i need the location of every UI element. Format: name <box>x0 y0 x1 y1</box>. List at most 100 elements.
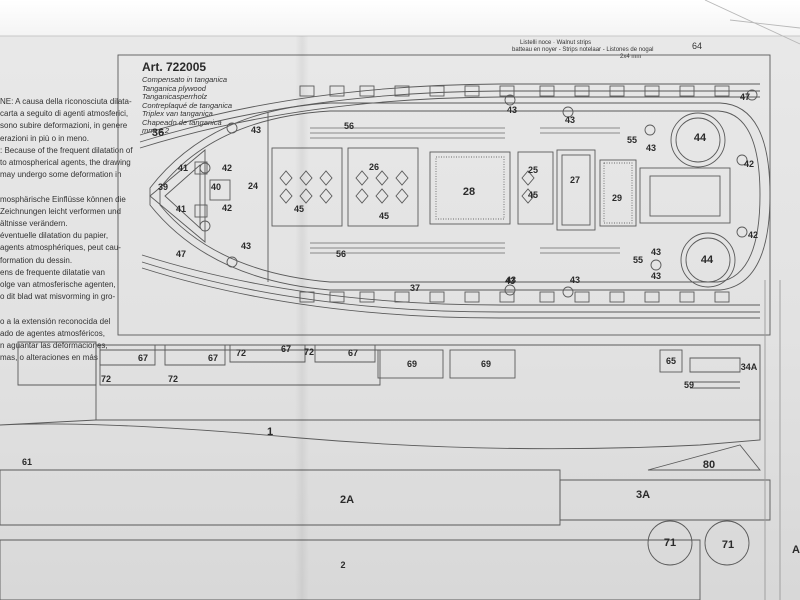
notice-line: to atmospherical agents, the drawing <box>0 158 131 167</box>
part-number-37: 37 <box>409 283 421 293</box>
part-number-2a: 2A <box>339 494 355 506</box>
deck-block <box>299 85 315 97</box>
part-number-40: 40 <box>210 182 222 192</box>
part-number-43: 43 <box>250 125 262 135</box>
part-number-67: 67 <box>347 348 359 358</box>
belaying-fitting <box>299 170 313 186</box>
part-number-43: 43 <box>504 276 516 286</box>
deck-block <box>714 291 730 303</box>
article-title: Art. 722005 <box>142 60 207 74</box>
part-number-55: 55 <box>632 255 644 265</box>
plywood-line: Tanganica plywood <box>142 83 206 93</box>
fitting-hole <box>746 89 758 101</box>
fitting-hole <box>199 220 211 232</box>
deck-block <box>329 85 345 97</box>
belaying-fitting <box>521 170 535 186</box>
notice-line: ado de agentes atmosféricos, <box>0 328 105 338</box>
notice-line: sono subire deformazioni, in genere <box>0 121 128 131</box>
notice-line: may undergo some deformation in <box>0 170 122 180</box>
deck-block <box>464 85 480 97</box>
notice-line: agents atmosphériques, peut cau- <box>0 243 121 253</box>
part-number-72: 72 <box>167 374 179 384</box>
part-number-41: 41 <box>175 204 187 214</box>
deck-block <box>574 291 590 303</box>
notice-line: éventuelle dilatation du papier, <box>0 231 109 241</box>
part-number-72: 72 <box>100 374 112 384</box>
deck-block <box>609 291 625 303</box>
fitting-hole <box>226 122 238 134</box>
belaying-fitting <box>395 170 409 186</box>
fitting-hole <box>226 256 238 268</box>
notice-line: : Because of the frequent dilatation of <box>0 145 133 155</box>
deck-block <box>499 291 515 303</box>
fitting-hole <box>504 284 516 296</box>
part-number-69: 69 <box>480 359 492 369</box>
belaying-fitting <box>319 188 333 204</box>
part-number-42: 42 <box>743 159 755 169</box>
part-number-59: 59 <box>683 380 695 390</box>
belaying-fitting <box>355 170 369 186</box>
deck-block <box>644 85 660 97</box>
notice-line: mas, o alteraciones en más <box>0 353 98 363</box>
plywood-line: Chapeado de tanganica <box>142 117 222 127</box>
notice-line: erazioni in più o in meno. <box>0 133 89 143</box>
strips-size: 2x4 mm <box>620 54 642 60</box>
fitting-hole <box>644 124 656 136</box>
part-number-a: A <box>792 544 800 556</box>
deck-block <box>539 85 555 97</box>
part-number-41: 41 <box>177 163 189 173</box>
deck-block <box>679 291 695 303</box>
part-number-43: 43 <box>650 271 662 281</box>
notice-line: n aguantar las deformaciones, <box>0 341 108 350</box>
part-number-27: 27 <box>569 175 581 185</box>
part-number-44: 44 <box>693 132 707 144</box>
part-number-1: 1 <box>266 426 274 438</box>
deck-block <box>644 291 660 303</box>
part-number-43: 43 <box>506 105 518 115</box>
part-number-34a: 34A <box>740 362 758 372</box>
plywood-line: Compensato in tanganica <box>142 75 228 84</box>
part-number-65: 65 <box>665 356 677 366</box>
deck-block <box>394 85 410 97</box>
part-number-69: 69 <box>406 359 418 369</box>
part-number-43: 43 <box>569 275 581 285</box>
strips-line-2: batteau en noyer - Strips notelaar - Lis… <box>512 47 654 53</box>
part-number-42: 42 <box>221 203 233 213</box>
notice-line: mosphärische Einflüsse können die <box>0 194 126 204</box>
strips-line-1: Listelli noce · Walnut strips <box>520 40 592 46</box>
part-number-67: 67 <box>207 353 219 363</box>
part-number-3a: 3A <box>635 489 651 501</box>
part-number-25: 25 <box>527 165 539 175</box>
part-number-43: 43 <box>650 247 662 257</box>
notice-line: o dit blad wat misvorming in gro- <box>0 292 116 302</box>
part-number-43: 43 <box>564 115 576 125</box>
notice-line: ältnisse verändern. <box>0 219 68 228</box>
deck-outline <box>149 102 771 291</box>
corner-part-label: 64 <box>692 41 703 51</box>
deck-block <box>429 85 445 97</box>
part-number-55: 55 <box>626 135 638 145</box>
part-2a <box>0 469 561 526</box>
part-number-44: 44 <box>700 254 714 266</box>
part-number-56: 56 <box>335 249 347 259</box>
belaying-fitting <box>319 170 333 186</box>
plywood-line: Contreplaqué de tanganica <box>142 100 233 110</box>
part-number-2: 2 <box>340 560 346 570</box>
deck-block <box>329 291 345 303</box>
fitting-hole <box>504 94 516 106</box>
deck-block <box>429 291 445 303</box>
belaying-fitting <box>279 170 293 186</box>
part-number-39: 39 <box>157 182 169 192</box>
part-number-61: 61 <box>21 457 33 467</box>
deck-block <box>679 85 695 97</box>
fitting-hole <box>562 106 574 118</box>
part-3a <box>559 479 771 521</box>
fitting-hole <box>562 286 574 298</box>
deck-block <box>464 291 480 303</box>
fitting-hole <box>736 226 748 238</box>
part-number-42: 42 <box>747 230 759 240</box>
part-number-47: 47 <box>175 249 187 259</box>
deck-block <box>299 291 315 303</box>
notice-line: carta a seguito di agenti atmosferici, <box>0 109 129 119</box>
